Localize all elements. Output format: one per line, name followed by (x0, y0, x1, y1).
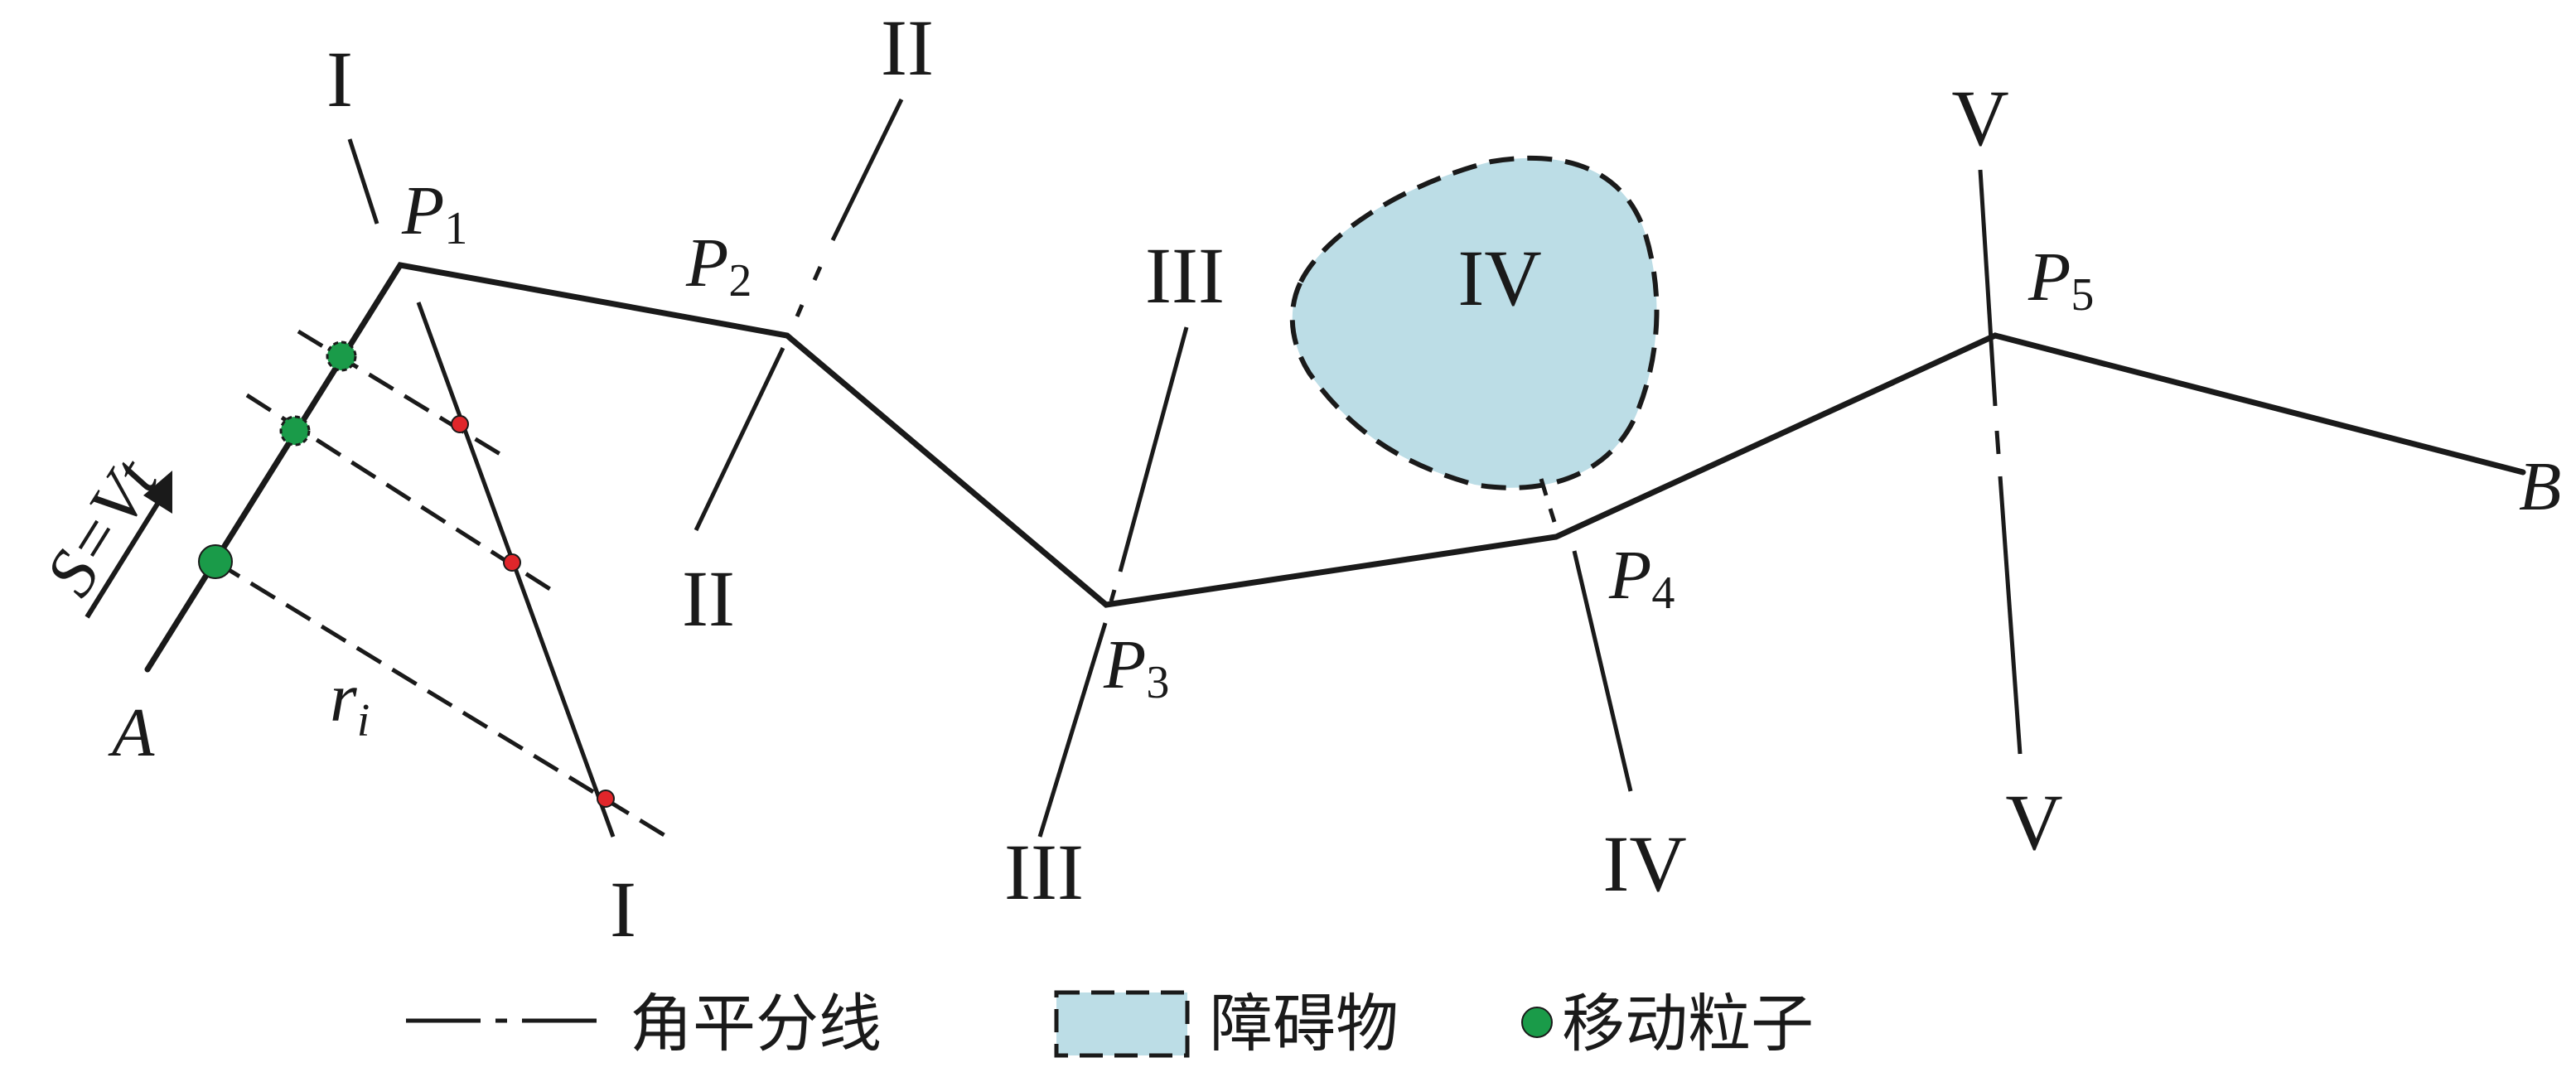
waypoint-letter: P (2027, 239, 2071, 316)
distance-letter: r (330, 659, 357, 737)
bisector-line-V (1998, 476, 2023, 755)
bisector-label-V-bottom: V (2005, 778, 2062, 867)
bisector-line-V (1994, 430, 2001, 455)
bisector-line-IV (1539, 478, 1549, 496)
legend: 角平分线 障碍物 移动粒子 (406, 987, 1814, 1060)
start-point-label: A (108, 694, 155, 771)
waypoint-letter: P (1608, 537, 1651, 614)
distance-label: ri (330, 659, 370, 746)
waypoint-letter: P (685, 225, 728, 302)
obstacle-label: IV (1457, 234, 1541, 322)
moving-particle (279, 415, 311, 447)
motion-arrow-shaft (85, 500, 162, 619)
waypoint-label-P3: P3 (1103, 626, 1169, 708)
bisector-line-III (1037, 622, 1108, 838)
bisector-line-IV (1548, 508, 1557, 523)
bisector-line-I (347, 138, 379, 225)
bisector-label-II-bottom: II (682, 554, 735, 643)
bisector-line-IV (1572, 550, 1633, 792)
bisector-label-I-bottom: I (610, 865, 636, 954)
planned-path (144, 262, 2526, 673)
waypoint-label-P5: P5 (2027, 239, 2094, 321)
legend-particle-label: 移动粒子 (1562, 987, 1814, 1060)
bisector-line-III (1109, 589, 1117, 602)
waypoint-letter: P (1103, 626, 1146, 703)
moving-particle (198, 544, 233, 579)
waypoint-subscript: 2 (728, 255, 752, 307)
legend-bisector-label: 角平分线 (630, 987, 882, 1060)
bisector-line-II (812, 265, 823, 282)
bisector-line-II (694, 346, 785, 532)
bisector-label-II-top: II (881, 3, 934, 92)
waypoint-subscript: 1 (444, 203, 467, 254)
obstacle-shape (1289, 155, 1660, 490)
bisector-intersection-point (451, 415, 469, 433)
distance-subscript: i (357, 695, 370, 746)
end-point-label: B (2519, 448, 2561, 525)
waypoint-letter: P (401, 172, 444, 249)
moving-particle (326, 340, 357, 372)
bisector-intersection-point (503, 553, 521, 572)
waypoint-label-P4: P4 (1608, 537, 1675, 619)
bisector-intersection-point (597, 790, 615, 808)
bisector-line-II (830, 98, 904, 242)
motion-label: S=Vt (31, 445, 173, 610)
waypoint-label-P2: P2 (685, 225, 752, 307)
bisector-label-III-bottom: III (1004, 828, 1084, 916)
bisector-label-IV-bottom: IV (1602, 819, 1686, 908)
bisector-label-V-top: V (1951, 74, 2008, 162)
bisector-line-III (1118, 326, 1189, 572)
bisector-label-I-top: I (326, 35, 353, 123)
legend-obstacle-label: 障碍物 (1210, 987, 1399, 1060)
waypoint-subscript: 4 (1651, 567, 1675, 619)
waypoint-subscript: 5 (2071, 269, 2094, 321)
distance-dashed-line (214, 559, 669, 839)
legend-particle-symbol (1521, 1007, 1553, 1038)
motion-arrow-head (143, 471, 172, 514)
bisector-line-II (795, 304, 805, 317)
legend-obstacle-symbol (1054, 990, 1190, 1058)
bisector-label-III-top: III (1145, 231, 1225, 320)
waypoint-subscript: 3 (1146, 657, 1169, 708)
waypoint-label-P1: P1 (401, 172, 467, 254)
bisector-line-V (1978, 169, 1998, 407)
